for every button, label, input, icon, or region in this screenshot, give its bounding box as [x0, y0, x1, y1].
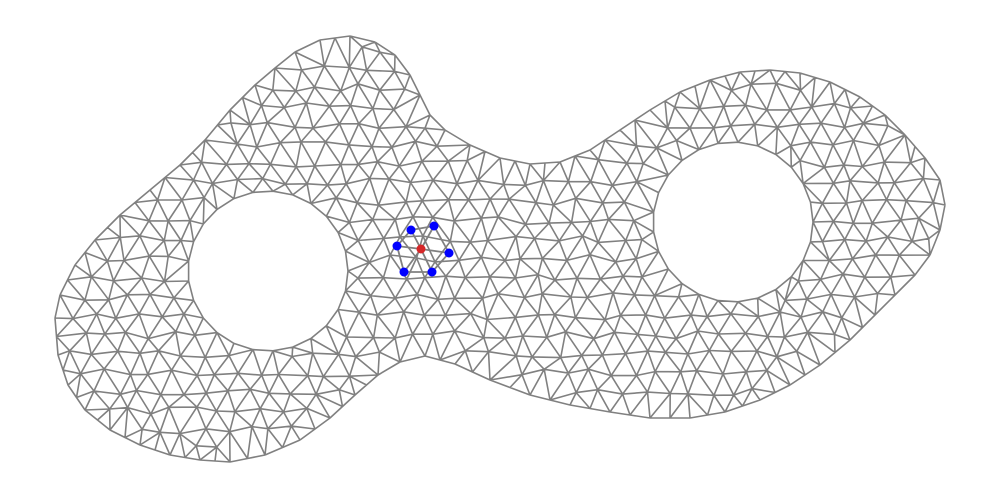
neighbor-vertex: [392, 241, 402, 251]
ring-edge: [433, 225, 450, 254]
spoke-edge: [420, 248, 450, 254]
spoke-edge: [403, 248, 422, 273]
mesh-edges: [54, 35, 946, 463]
neighbor-vertex: [429, 221, 439, 231]
neighbor-vertex: [444, 248, 454, 258]
neighbor-vertex: [406, 225, 416, 235]
neighbor-vertex: [427, 267, 437, 277]
mesh-edge-path: [54, 35, 946, 463]
highlight-nodes: [392, 221, 454, 277]
neighbor-vertex: [399, 267, 409, 277]
center-vertex: [416, 244, 426, 254]
